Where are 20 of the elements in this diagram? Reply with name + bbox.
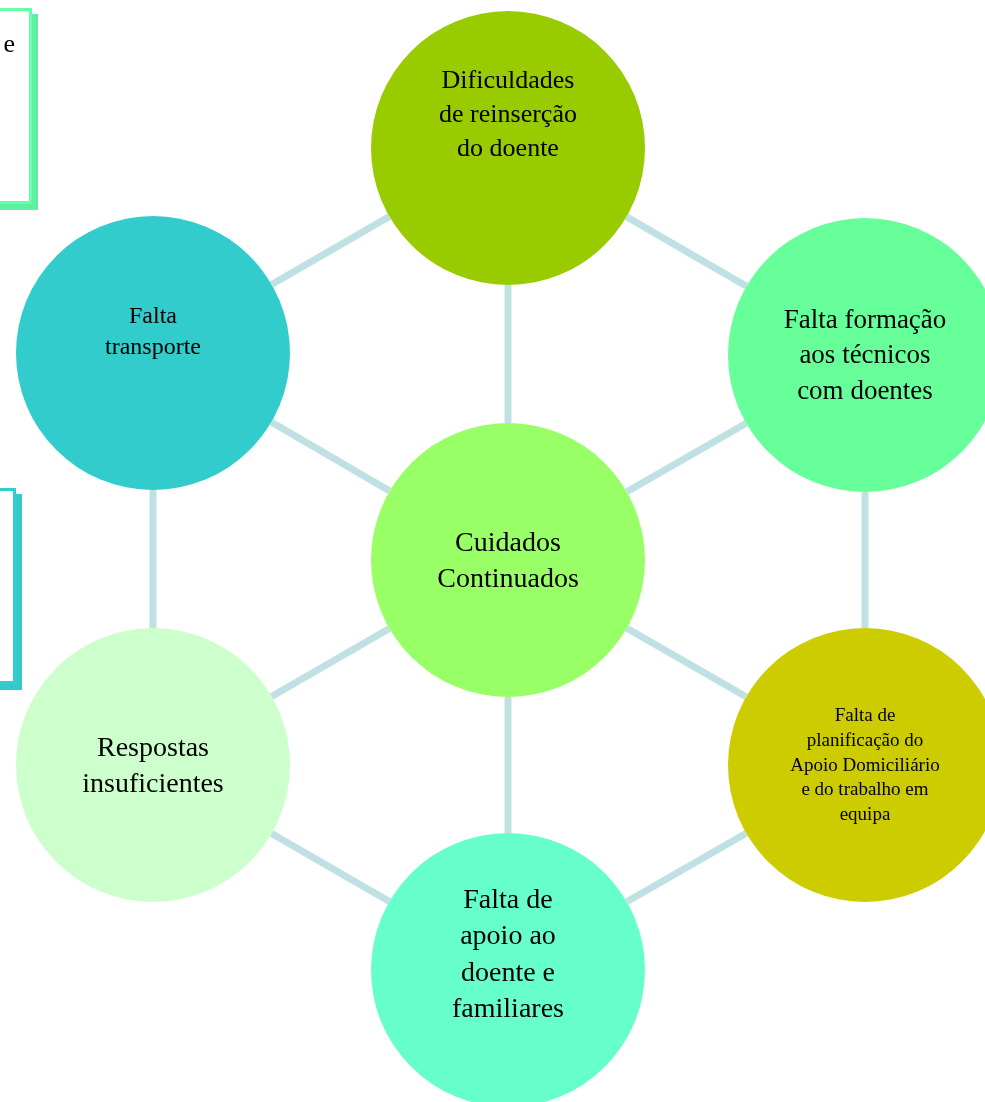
connector-line bbox=[504, 285, 512, 423]
node-label: Falta transporte bbox=[104, 301, 202, 362]
node-label: Cuidados Continuados bbox=[436, 524, 580, 595]
connector-line bbox=[625, 420, 748, 495]
node-label: Falta de apoio ao doente e familiares bbox=[451, 882, 565, 1026]
node-label: Falta formação aos técnicos com doentes bbox=[782, 303, 948, 407]
node-label: Dificuldades de reinserção do doente bbox=[438, 64, 578, 164]
connector-line bbox=[625, 830, 748, 905]
connector-line bbox=[269, 419, 392, 494]
connector-line bbox=[504, 697, 512, 833]
connector-line bbox=[269, 213, 392, 288]
connector-line bbox=[269, 830, 392, 905]
connector-line bbox=[861, 492, 869, 628]
connector-line bbox=[624, 213, 749, 290]
connector-line bbox=[625, 625, 748, 700]
node-label: Respostas insuficientes bbox=[81, 729, 225, 800]
connector-line bbox=[149, 490, 157, 628]
node-label: Falta de planificação do Apoio Domiciliário e do trabalho em equipa bbox=[790, 703, 940, 827]
node-label: e bbox=[3, 28, 15, 60]
connector-line bbox=[269, 625, 392, 700]
